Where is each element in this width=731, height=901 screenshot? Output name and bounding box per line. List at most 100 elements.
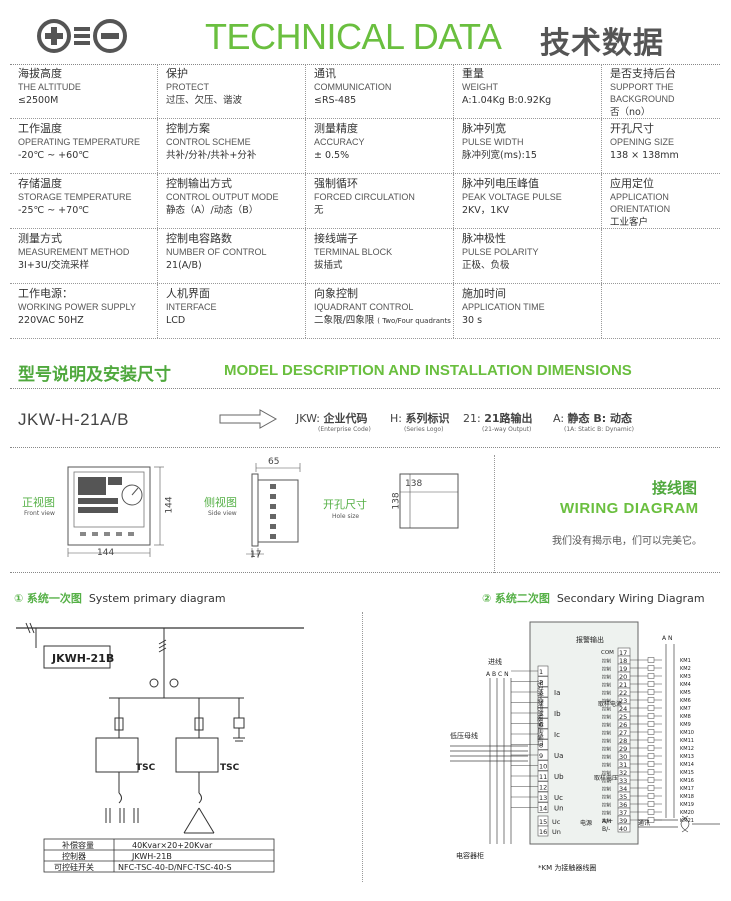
- tech-value: 静态（A）/动态（B）: [166, 204, 305, 218]
- divider: [10, 388, 720, 389]
- tech-label-cn: 工作温度: [18, 122, 62, 135]
- km-label: KM5: [680, 690, 691, 696]
- terminal-number: 23: [619, 697, 627, 705]
- pin-label: B/-: [602, 826, 610, 833]
- tech-value: 拔插式: [314, 259, 453, 273]
- km-label: KM20: [680, 810, 694, 816]
- divider: [494, 455, 495, 573]
- front-height-dim: 144: [164, 496, 175, 514]
- terminal-number: 6: [539, 721, 543, 729]
- tech-label-cn: 脉冲列宽: [462, 122, 506, 135]
- tech-label-en: APPLICATION TIME: [462, 302, 545, 312]
- tech-value-text: 拔插式: [314, 260, 343, 271]
- terminal-number: 17: [619, 649, 627, 657]
- tech-label-cn: 工作电源：: [18, 287, 73, 300]
- tech-label-en: COMMUNICATION: [314, 82, 392, 92]
- tech-label-en: OPENING SIZE: [610, 137, 675, 147]
- terminal-number: 13: [539, 794, 547, 802]
- tech-value: -25℃ ~ +70℃: [18, 204, 157, 218]
- tech-label-en: THE ALTITUDE: [18, 82, 81, 92]
- control-label: 控制: [602, 762, 611, 769]
- divider: [10, 572, 720, 573]
- tech-value: 30 s: [462, 314, 601, 328]
- brand-logo-icon: [37, 19, 127, 53]
- model-part-ab-sub: (1A: Static B: Dynamic): [564, 426, 634, 433]
- hole-size-label-en: Hole size: [332, 513, 360, 520]
- terminal-number: 32: [619, 769, 627, 777]
- tech-label-en: CONTROL SCHEME: [166, 137, 251, 147]
- control-label: 控制: [602, 674, 611, 681]
- pin-label: Ib: [554, 710, 561, 718]
- secondary-diagram: 进线 A B C N 低压母线 电容器柜 *KM 为接触器线圈 A N 1234…: [450, 621, 720, 872]
- tech-value-text: 21(A/B): [166, 260, 202, 271]
- km-label: KM9: [680, 722, 691, 728]
- tech-label-en: CONTROL OUTPUT MODE: [166, 192, 279, 202]
- model-code: JKW-H-21A/B: [18, 410, 129, 429]
- wiring-title-cn: 接线图: [652, 479, 698, 497]
- control-label: 控制: [602, 666, 611, 673]
- control-label: 控制: [602, 738, 611, 745]
- tech-label-en: APPLICATION ORIENTATION: [610, 192, 671, 214]
- pin-label: Uc: [552, 818, 561, 826]
- tech-value: 脉冲列宽(ms):15: [462, 149, 601, 163]
- km-label: KM2: [680, 666, 691, 672]
- km-label: KM1: [680, 658, 691, 664]
- tech-label-en: PULSE WIDTH: [462, 137, 524, 147]
- spec-label: 控制器: [62, 851, 86, 861]
- secondary-diagram-title: ② 系统二次图 Secondary Wiring Diagram: [482, 592, 705, 605]
- pin-label: Un: [554, 805, 564, 813]
- front-view-label-en: Front view: [24, 510, 55, 517]
- spec-label: 可控硅开关: [54, 862, 94, 872]
- pin-label: A/+: [602, 818, 613, 825]
- tech-value: 正极、负极: [462, 259, 601, 273]
- control-label: 控制: [602, 794, 611, 801]
- tech-value-text: 30 s: [462, 315, 483, 326]
- tech-value: 共补/分补/共补+分补: [166, 149, 305, 163]
- divider: [10, 64, 720, 65]
- terminal-number: 33: [619, 777, 627, 785]
- terminal-number: 26: [619, 721, 627, 729]
- primary-diagram: JKWH-21B TSC TSC 补偿容量 40Kvar×20+20Kvar 控…: [16, 622, 304, 873]
- front-view-drawing: [67, 466, 164, 557]
- terminal-number: 36: [619, 801, 627, 809]
- hole-width-dim: 138: [405, 479, 423, 489]
- tech-value-text: 否（no）: [610, 107, 651, 118]
- model-part-jkw: JKW: 企业代码: [296, 412, 368, 425]
- tech-label-cn: 测量方式: [18, 232, 62, 245]
- tech-value-text: 正极、负极: [462, 260, 510, 271]
- control-label: 控制: [602, 714, 611, 721]
- tech-value-text: 二象限/四象限: [314, 315, 375, 326]
- model-part-jkw-sub: (Enterprise Code): [318, 426, 371, 433]
- tech-label-en: PROTECT: [166, 82, 210, 92]
- primary-diagram-title: ① 系统一次图 System primary diagram: [14, 592, 226, 605]
- tech-value-note: ( Two/Four quadrants ): [377, 317, 454, 325]
- tech-label-en: SUPPORT THE BACKGROUND: [610, 82, 675, 104]
- model-part-ab: A: 静态 B: 动态: [553, 412, 632, 425]
- tech-label-en: INTERFACE: [166, 302, 217, 312]
- tech-label-cn: 保护: [166, 67, 188, 80]
- km-label: KM16: [680, 778, 694, 784]
- com-label: COM: [601, 650, 614, 656]
- terminal-number: 9: [539, 752, 543, 760]
- tech-value: 工业客户: [610, 216, 720, 228]
- tech-value: 否（no）: [610, 106, 720, 118]
- km-label: KM10: [680, 730, 694, 736]
- tech-value: 220VAC 50HZ: [18, 314, 157, 328]
- bus-label: 低压母线: [450, 731, 478, 740]
- model-part-h: H: 系列标识: [390, 412, 450, 425]
